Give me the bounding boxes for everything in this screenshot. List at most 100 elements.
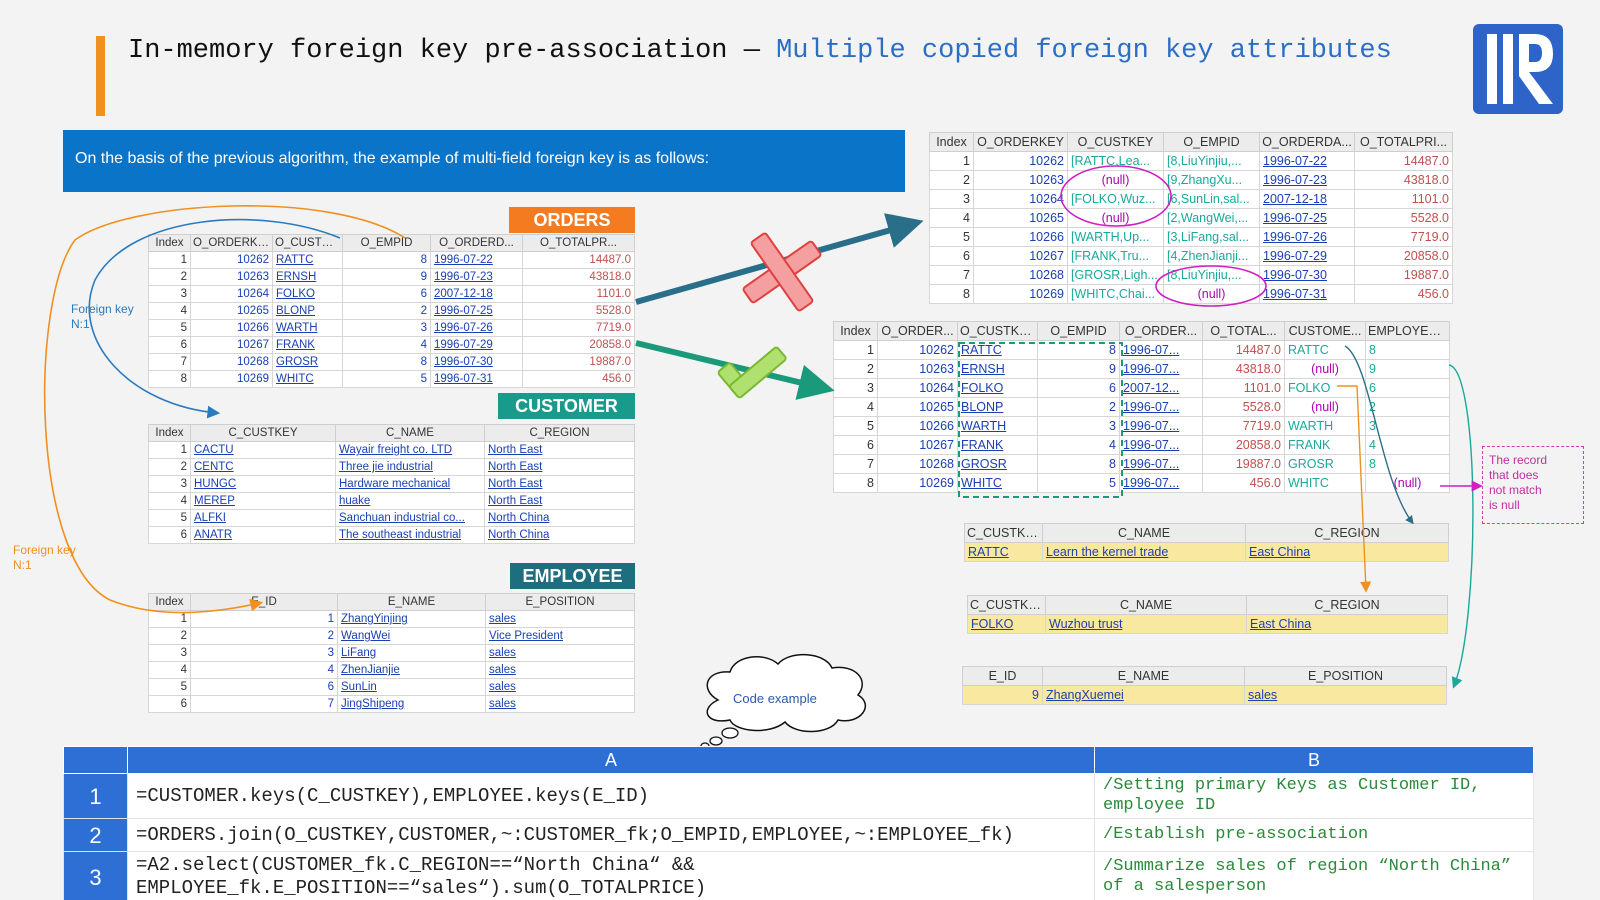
column-header[interactable]: O_ORDERKEY: [190, 234, 273, 252]
column-header[interactable]: O_TOTALPR...: [522, 234, 635, 252]
cell[interactable]: RATTC: [964, 542, 1043, 562]
column-header[interactable]: C_CUSTKEY: [964, 523, 1043, 543]
column-header[interactable]: C_NAME: [1042, 523, 1246, 543]
column-header[interactable]: C_REGION: [1246, 595, 1448, 615]
fk-customer-label: Foreign key N:1: [71, 302, 134, 331]
fk-detail-arrow-1: [1344, 345, 1414, 525]
cell[interactable]: East China: [1246, 614, 1448, 634]
orders-table: Index O_ORDERKEY O_CUSTKEY O_EMPID O_ORD…: [148, 234, 635, 388]
copied-columns-box: [958, 342, 1123, 498]
cell[interactable]: (null): [1365, 473, 1450, 493]
column-header-a[interactable]: A: [127, 746, 1095, 774]
cell[interactable]: 9: [962, 685, 1043, 705]
row-number[interactable]: 2: [63, 818, 128, 852]
logo-icon: [1473, 24, 1563, 114]
code-example-label: Code example: [733, 691, 817, 706]
table-row[interactable]: 9 ZhangXuemei sales: [962, 685, 1447, 705]
column-header[interactable]: O_ORDERDA...: [1259, 132, 1355, 152]
column-header[interactable]: O_EMPID: [1163, 132, 1260, 152]
cell[interactable]: East China: [1245, 542, 1449, 562]
wrong-header-row: Index O_ORDERKEY O_CUSTKEY O_EMPID O_ORD…: [929, 132, 1453, 152]
customer-tag: CUSTOMER: [498, 393, 635, 419]
intro-banner: On the basis of the previous algorithm, …: [63, 130, 905, 192]
check-icon: [717, 346, 787, 399]
column-header[interactable]: C_REGION: [1245, 523, 1449, 543]
comment-cell[interactable]: /Setting primary Keys as Customer ID, em…: [1094, 773, 1534, 819]
column-header[interactable]: O_ORDERKEY: [973, 132, 1068, 152]
cross-icon: [742, 232, 822, 312]
code-header-row: A B: [63, 746, 1534, 774]
table-row[interactable]: RATTC Learn the kernel trade East China: [964, 542, 1449, 562]
orders-header-row: Index O_ORDERKEY O_CUSTKEY O_EMPID O_ORD…: [148, 234, 635, 252]
comment-cell[interactable]: /Establish pre-association: [1094, 818, 1534, 852]
column-header[interactable]: O_ORDER...: [877, 321, 958, 341]
table-row[interactable]: FOLKO Wuzhou trust East China: [967, 614, 1448, 634]
cell[interactable]: ZhangXuemei: [1042, 685, 1245, 705]
code-cell[interactable]: =ORDERS.join(O_CUSTKEY,CUSTOMER,~:CUSTOM…: [127, 818, 1095, 852]
cell[interactable]: Wuzhou trust: [1045, 614, 1247, 634]
right-result-table: Index O_ORDER... O_CUSTKEY O_EMPID O_ORD…: [833, 321, 1450, 493]
row-number[interactable]: 1: [63, 773, 128, 819]
code-row: 2 =ORDERS.join(O_CUSTKEY,CUSTOMER,~:CUST…: [63, 818, 1534, 852]
column-header[interactable]: E_NAME: [1042, 666, 1245, 686]
column-header[interactable]: Index: [148, 234, 191, 252]
cell[interactable]: 456.0: [1354, 284, 1453, 304]
column-header[interactable]: C_CUSTKEY: [967, 595, 1046, 615]
column-header[interactable]: Index: [148, 424, 191, 442]
fk-detail-arrow-2: [1337, 385, 1372, 593]
code-table: A B 1 =CUSTOMER.keys(C_CUSTKEY),EMPLOYEE…: [63, 746, 1534, 900]
cell[interactable]: sales: [485, 695, 635, 713]
column-header[interactable]: E_ID: [190, 593, 338, 611]
orders-tag: ORDERS: [509, 207, 635, 233]
cell[interactable]: North China: [484, 526, 635, 544]
column-header[interactable]: Index: [833, 321, 878, 341]
column-header[interactable]: Index: [929, 132, 974, 152]
column-header[interactable]: E_ID: [962, 666, 1043, 686]
column-header[interactable]: O_TOTAL...: [1202, 321, 1285, 341]
wrong-result-table: Index O_ORDERKEY O_CUSTKEY O_EMPID O_ORD…: [929, 132, 1453, 304]
cell[interactable]: 456.0: [522, 370, 635, 388]
code-row: 3 =A2.select(CUSTOMER_fk.C_REGION==“Nort…: [63, 851, 1534, 900]
fk-detail-arrow-3: [1448, 364, 1474, 689]
row-number[interactable]: 3: [63, 851, 128, 900]
cell[interactable]: sales: [1244, 685, 1447, 705]
column-header[interactable]: EMPLOYEE...: [1365, 321, 1450, 341]
column-header-b[interactable]: B: [1094, 746, 1534, 774]
code-cell[interactable]: =CUSTOMER.keys(C_CUSTKEY),EMPLOYEE.keys(…: [127, 773, 1095, 819]
fk-employee-arrow: [43, 205, 406, 614]
cell[interactable]: Learn the kernel trade: [1042, 542, 1246, 562]
column-header[interactable]: O_TOTALPRI...: [1354, 132, 1453, 152]
fk-employee-label: Foreign key N:1: [13, 543, 76, 572]
title-main: In-memory foreign key pre-association —: [128, 36, 777, 66]
comment-cell[interactable]: /Summarize sales of region “North China”…: [1094, 851, 1534, 900]
code-cell[interactable]: =A2.select(CUSTOMER_fk.C_REGION==“North …: [127, 851, 1095, 900]
